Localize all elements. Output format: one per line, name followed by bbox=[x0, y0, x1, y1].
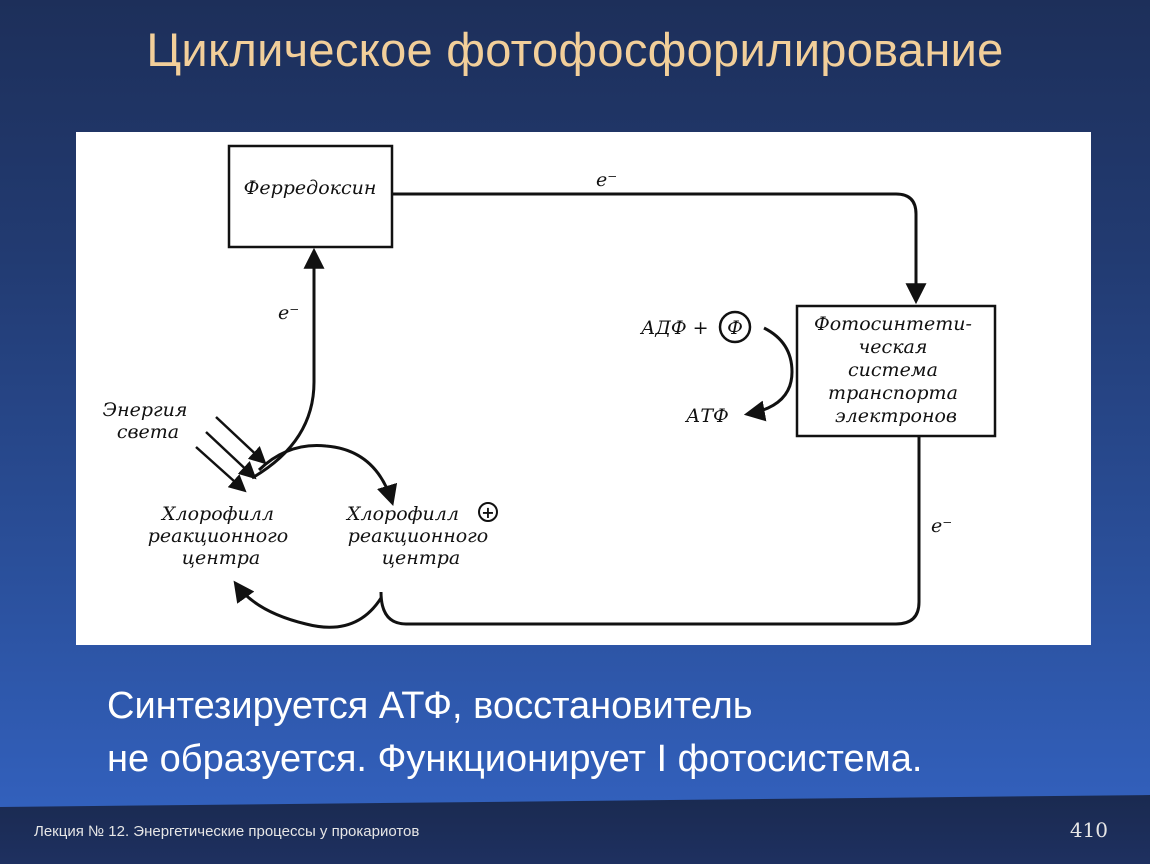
electron-label-right: e⁻ bbox=[931, 515, 952, 537]
ferredoxin-label: Ферредоксин bbox=[244, 177, 377, 199]
electron-label-left: e⁻ bbox=[278, 302, 299, 324]
light-energy-label: Энергия света bbox=[103, 399, 194, 443]
footer-band bbox=[0, 795, 1150, 864]
ferredoxin-box: Ферредоксин bbox=[227, 144, 394, 249]
excitation-arc bbox=[257, 444, 398, 507]
electron-path-return bbox=[379, 436, 921, 626]
page-number: 410 bbox=[1069, 818, 1108, 842]
caption: Синтезируется АТФ, восстановитель не обр… bbox=[107, 680, 1107, 786]
svg-text:+: + bbox=[481, 503, 494, 522]
svg-text:Ф: Ф bbox=[727, 317, 743, 339]
diagram-panel: Ферредоксин Фотосинтети- ческая система … bbox=[76, 132, 1091, 645]
phosphate-icon: Ф bbox=[718, 310, 752, 344]
slide-title: Циклическое фотофосфорилирование bbox=[146, 23, 1004, 76]
phosphorylation-arc bbox=[743, 326, 794, 422]
footer-lecture: Лекция № 12. Энергетические процессы у п… bbox=[34, 823, 420, 840]
chlorophyll-label: Хлорофилл реакционного центра bbox=[148, 503, 295, 569]
atp-label: АТФ bbox=[684, 405, 729, 427]
reduction-arc bbox=[233, 580, 383, 629]
positive-charge-icon: + bbox=[478, 502, 498, 522]
adp-label: АДФ + bbox=[639, 317, 709, 339]
cyclic-photophosphorylation-diagram: Ферредоксин Фотосинтети- ческая система … bbox=[103, 144, 997, 629]
light-energy-arrows bbox=[195, 416, 267, 493]
electron-path-top bbox=[392, 192, 927, 305]
caption-line-1: Синтезируется АТФ, восстановитель bbox=[107, 685, 753, 727]
electron-path-up bbox=[251, 247, 325, 480]
electron-label-top: e⁻ bbox=[596, 169, 617, 191]
etc-label: Фотосинтети- ческая система транспорта э… bbox=[814, 313, 978, 427]
electron-transport-box: Фотосинтети- ческая система транспорта э… bbox=[795, 304, 997, 438]
chlorophyll-oxidized-label: Хлорофилл реакционного центра bbox=[345, 503, 494, 569]
caption-line-2: не образуется. Функционирует I фотосисте… bbox=[107, 738, 923, 780]
